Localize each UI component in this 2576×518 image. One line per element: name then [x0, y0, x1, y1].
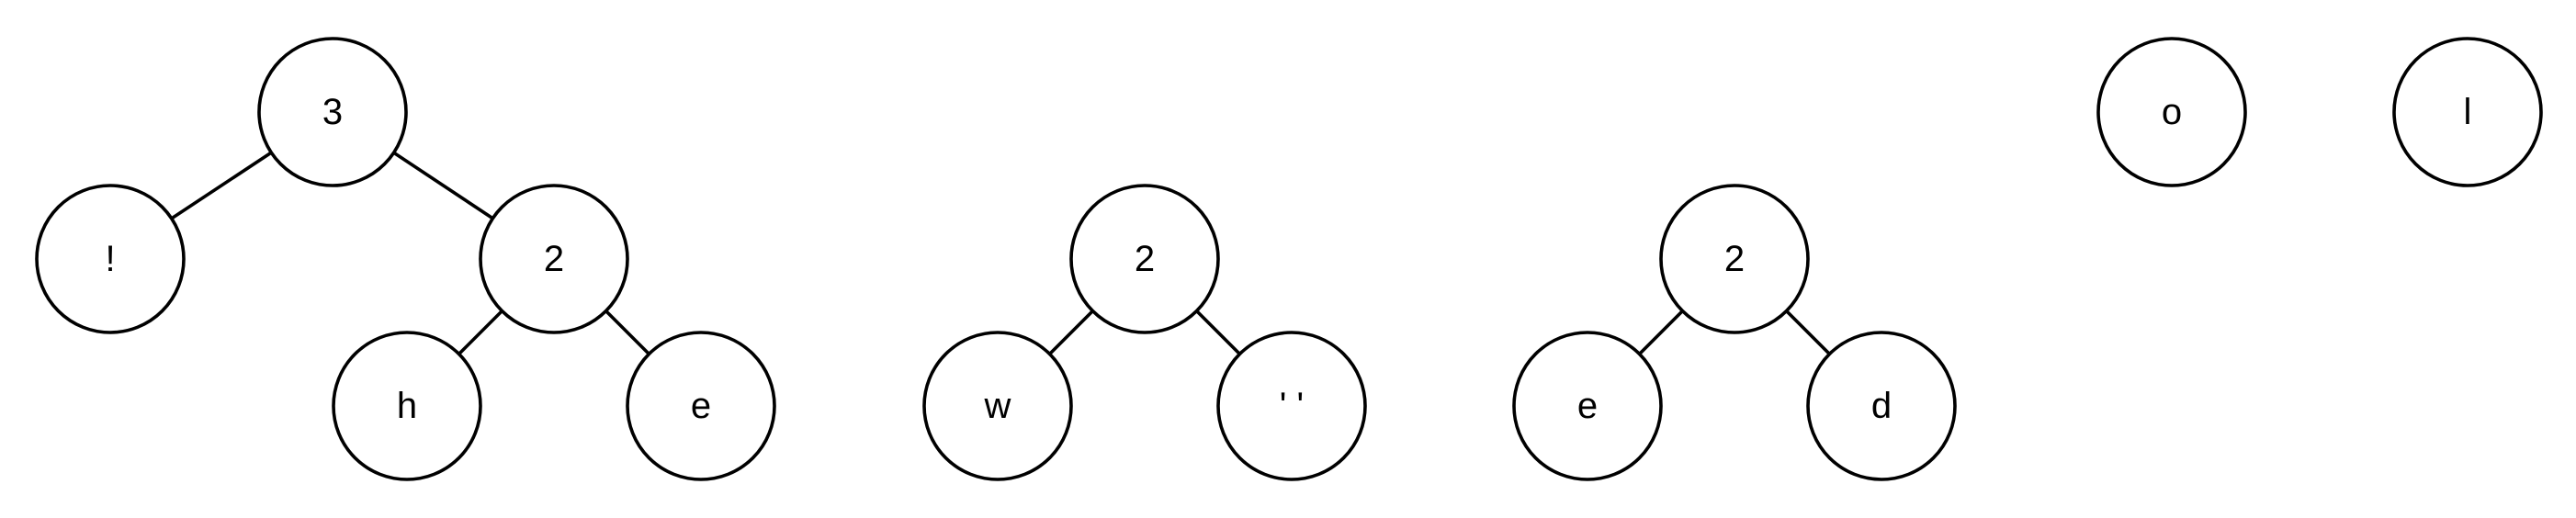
tree-node: 2 [479, 184, 629, 334]
node-label: h [397, 386, 417, 426]
tree-node: ! [35, 184, 186, 334]
tree-node: 2 [1069, 184, 1220, 334]
tree-node: 2 [1659, 184, 1810, 334]
node-label: e [1577, 386, 1598, 426]
tree-node: ' ' [1216, 331, 1367, 481]
node-label: o [2162, 92, 2182, 132]
node-label: ' ' [1280, 386, 1304, 426]
node-label: 2 [1135, 239, 1155, 279]
tree-node: h [332, 331, 482, 481]
node-label: w [984, 386, 1011, 426]
tree-node: w [922, 331, 1073, 481]
node-label: 3 [322, 92, 343, 132]
node-label: d [1871, 386, 1892, 426]
node-label: ! [105, 239, 115, 279]
node-label: e [691, 386, 711, 426]
node-label: 2 [544, 239, 564, 279]
tree-node: d [1806, 331, 1957, 481]
tree-node: e [1512, 331, 1663, 481]
tree-node: 3 [257, 37, 408, 187]
tree-node: l [2392, 37, 2543, 187]
node-label: l [2464, 92, 2472, 132]
tree-node: o [2096, 37, 2247, 187]
node-label: 2 [1724, 239, 1745, 279]
tree-node: e [626, 331, 776, 481]
